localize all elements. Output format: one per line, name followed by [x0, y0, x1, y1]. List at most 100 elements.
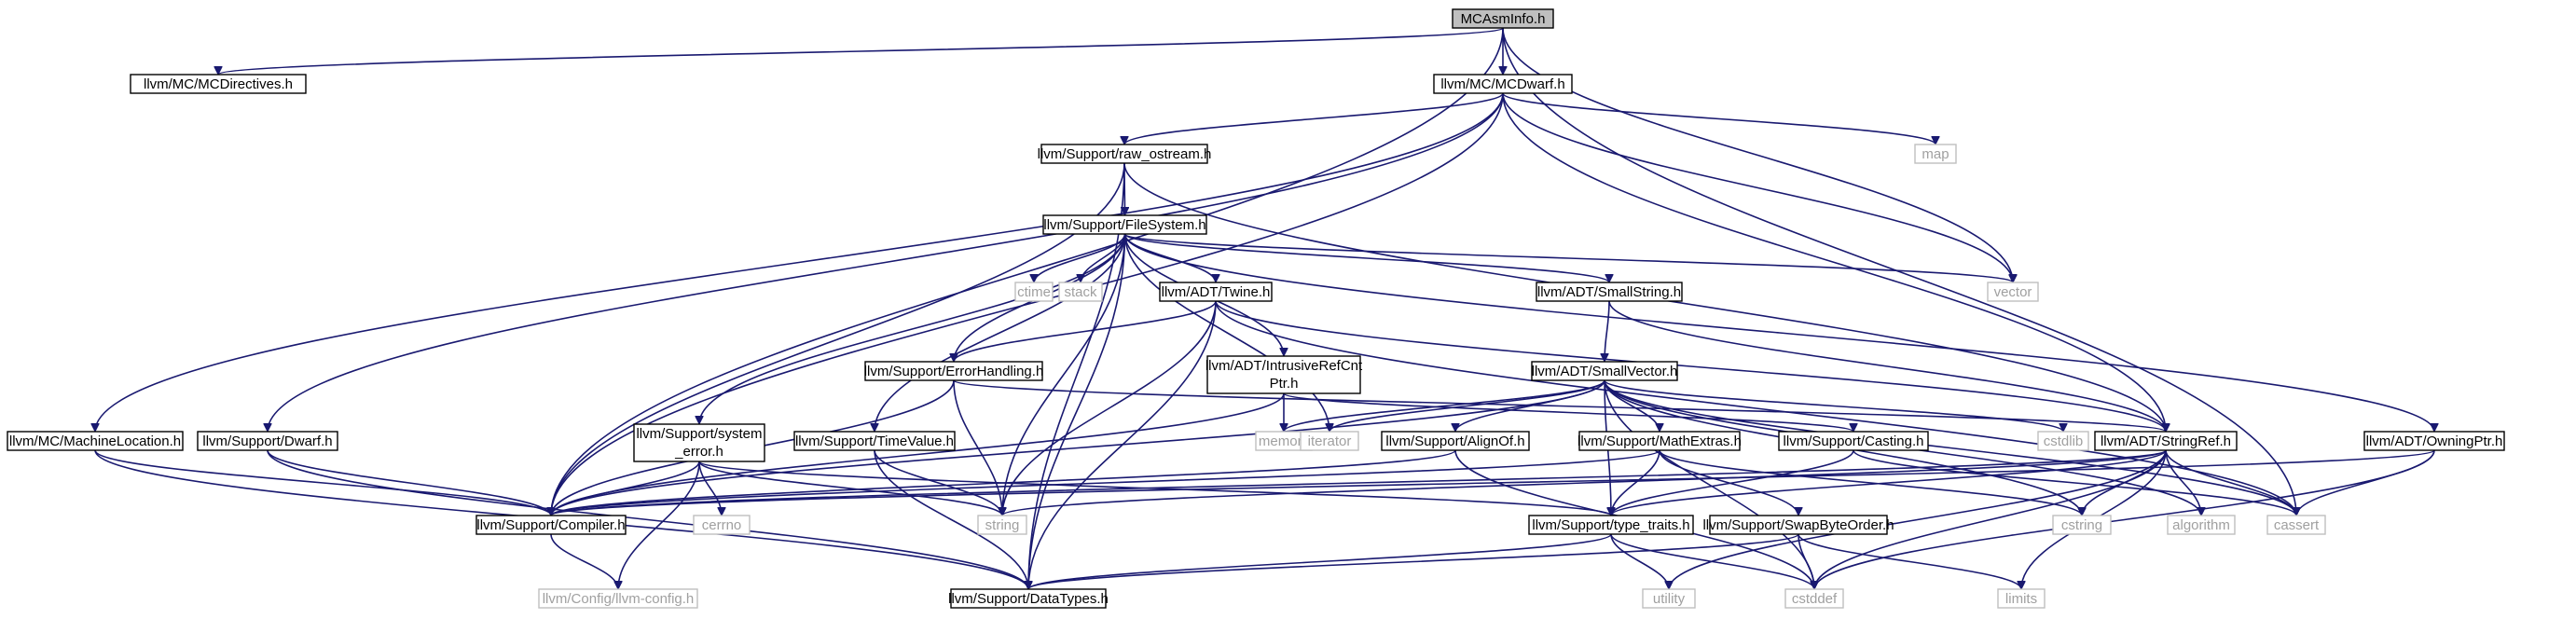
node-label: llvm/Support/MathExtras.h — [1577, 433, 1742, 449]
edge-filesystem-to-systemerror — [699, 233, 1126, 424]
node-algorithm[interactable]: algorithm — [2167, 515, 2236, 535]
node-label: stack — [1064, 284, 1097, 300]
node-stringref[interactable]: llvm/ADT/StringRef.h — [2094, 431, 2238, 451]
node-label: _error.h — [674, 444, 723, 460]
node-box — [633, 423, 765, 462]
edge-smallvector-to-compiler — [551, 379, 1605, 516]
edge-twine-to-stringref — [1215, 300, 2166, 433]
node-label: llvm/Support/Dwarf.h — [202, 433, 332, 449]
node-map[interactable]: map — [1914, 144, 1957, 164]
edge-filesystem-to-iterator — [1123, 233, 1330, 432]
node-label: map — [1922, 146, 1949, 162]
node-label: llvm/Support/type_traits.h — [1532, 517, 1689, 533]
edge-mcdwarf-to-map — [1502, 92, 1935, 145]
node-memory[interactable]: memory — [1255, 431, 1313, 451]
edge-root-to-compiler — [551, 27, 1504, 516]
node-label: algorithm — [2172, 517, 2230, 533]
edge-mcdwarf-to-vector — [1502, 92, 2013, 282]
edge-filesystem-to-timevalue — [875, 233, 1126, 432]
node-label: llvm/ADT/StringRef.h — [2101, 433, 2231, 449]
node-root[interactable]: MCAsmInfo.h — [1452, 8, 1554, 29]
edge-swapbyteorder-to-cstddef — [1798, 533, 1814, 589]
node-twine[interactable]: llvm/ADT/Twine.h — [1159, 282, 1273, 302]
node-label: llvm/Support/DataTypes.h — [948, 591, 1109, 607]
node-label: llvm/ADT/SmallVector.h — [1532, 364, 1678, 379]
node-typetraits[interactable]: llvm/Support/type_traits.h — [1528, 515, 1694, 535]
node-label: llvm/Support/ErrorHandling.h — [864, 364, 1044, 379]
edge-filesystem-to-owningptr — [1123, 233, 2435, 432]
node-alignof[interactable]: llvm/Support/AlignOf.h — [1381, 431, 1530, 451]
edge-stringref-to-utility — [1669, 449, 2167, 590]
node-box — [2094, 431, 2238, 451]
node-box — [2363, 431, 2505, 451]
node-owningptr[interactable]: llvm/ADT/OwningPtr.h — [2363, 431, 2505, 451]
node-errorhandling[interactable]: llvm/Support/ErrorHandling.h — [864, 361, 1044, 381]
node-utility[interactable]: utility — [1642, 588, 1696, 609]
node-label: llvm/Support/TimeValue.h — [795, 433, 954, 449]
edge-systemerror-to-string — [698, 461, 1002, 516]
node-mathextras[interactable]: llvm/Support/MathExtras.h — [1577, 431, 1742, 451]
node-limits[interactable]: limits — [1997, 588, 2046, 609]
node-vector[interactable]: vector — [1987, 282, 2039, 302]
node-iterator[interactable]: iterator — [1300, 431, 1359, 451]
node-swapbyteorder[interactable]: llvm/Support/SwapByteOrder.h — [1702, 515, 1894, 535]
edge-stringref-to-typetraits — [1611, 449, 2167, 516]
node-label: ctime — [1017, 284, 1051, 300]
edge-owningptr-to-cassert — [2296, 449, 2435, 516]
edge-twine-to-cassert — [1215, 300, 2296, 516]
edge-dwarf-to-compiler — [267, 449, 551, 516]
node-stack[interactable]: stack — [1058, 282, 1103, 302]
node-smallstring[interactable]: llvm/ADT/SmallString.h — [1536, 282, 1683, 302]
node-cstring[interactable]: cstring — [2052, 515, 2112, 535]
edge-filesystem-to-vector — [1123, 233, 2014, 283]
node-compiler[interactable]: llvm/Support/Compiler.h — [475, 515, 627, 535]
node-machineloc[interactable]: llvm/MC/MachineLocation.h — [7, 431, 184, 451]
edge-typetraits-to-datatypes — [1028, 533, 1612, 590]
edge-filesystem-to-string — [1002, 233, 1126, 516]
edge-smallstring-to-smallvector — [1605, 300, 1610, 362]
edge-systemerror-to-typetraits — [698, 461, 1611, 516]
node-cstdlib[interactable]: cstdlib — [2037, 431, 2089, 451]
node-mcdwarf[interactable]: llvm/MC/MCDwarf.h — [1433, 74, 1573, 94]
node-box — [197, 431, 338, 451]
node-label: cassert — [2274, 517, 2320, 533]
node-filesystem[interactable]: llvm/Support/FileSystem.h — [1042, 214, 1207, 235]
node-label: llvm/ADT/Twine.h — [1162, 284, 1271, 300]
edge-root-to-vector — [1502, 27, 2013, 282]
node-dwarf[interactable]: llvm/Support/Dwarf.h — [197, 431, 338, 451]
node-smallvector[interactable]: llvm/ADT/SmallVector.h — [1531, 361, 1678, 381]
node-label: llvm/ADT/IntrusiveRefCnt — [1205, 358, 1363, 374]
node-cassert[interactable]: cassert — [2266, 515, 2326, 535]
node-box — [2266, 515, 2326, 535]
node-box — [977, 515, 1027, 535]
node-string[interactable]: string — [977, 515, 1027, 535]
node-rawostream[interactable]: llvm/Support/raw_ostream.h — [1038, 144, 1212, 164]
node-casting[interactable]: llvm/Support/Casting.h — [1778, 431, 1929, 451]
node-label: cerrno — [702, 517, 742, 533]
node-box — [1784, 588, 1844, 609]
node-label: vector — [1994, 284, 2032, 300]
edge-swapbyteorder-to-datatypes — [1028, 533, 1799, 590]
edge-compiler-to-llvmconfig — [550, 533, 618, 590]
node-llvmconfig[interactable]: llvm/Config/llvm-config.h — [538, 588, 698, 609]
node-label: llvm/MC/MCDwarf.h — [1440, 76, 1564, 92]
edge-stringref-to-algorithm — [2165, 449, 2201, 516]
node-label: llvm/Support/raw_ostream.h — [1038, 146, 1212, 162]
node-ctime[interactable]: ctime — [1014, 282, 1054, 302]
node-timevalue[interactable]: llvm/Support/TimeValue.h — [793, 431, 956, 451]
node-datatypes[interactable]: llvm/Support/DataTypes.h — [948, 588, 1109, 609]
edge-twine-to-errorhandling — [954, 300, 1217, 363]
edge-stringref-to-string — [1002, 449, 2167, 516]
node-cerrno[interactable]: cerrno — [693, 515, 751, 535]
node-box — [1042, 214, 1207, 235]
node-systemerror[interactable]: llvm/Support/system_error.h — [633, 423, 765, 462]
node-cstddef[interactable]: cstddef — [1784, 588, 1844, 609]
node-label: memory — [1259, 433, 1310, 449]
node-mcdirectives[interactable]: llvm/MC/MCDirectives.h — [130, 74, 307, 94]
node-label: llvm/Support/Casting.h — [1784, 433, 1924, 449]
node-box — [864, 361, 1043, 381]
edge-root-to-cassert — [1502, 27, 2296, 516]
node-box — [130, 74, 307, 94]
